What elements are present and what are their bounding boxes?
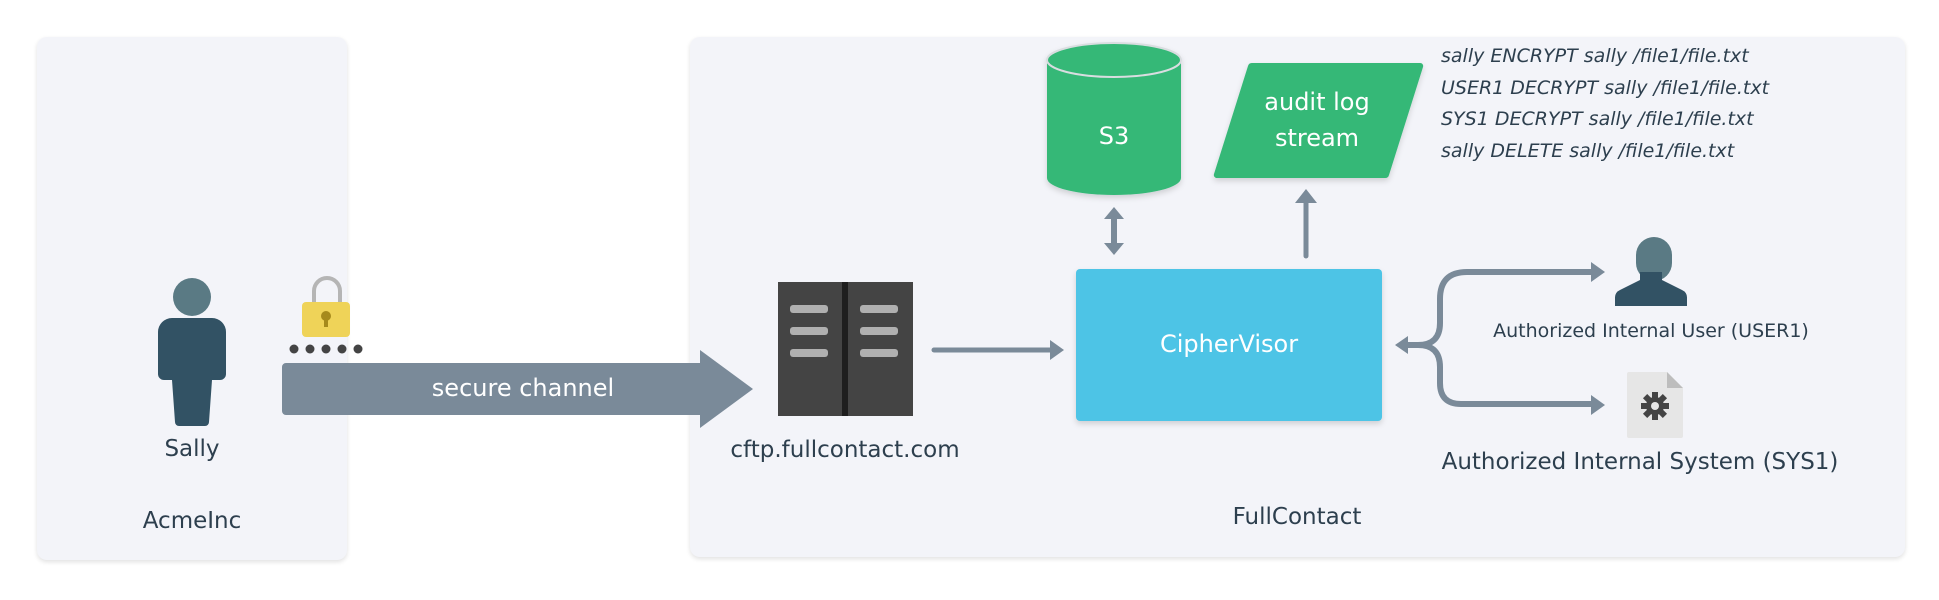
user-icon[interactable] — [1614, 237, 1688, 306]
password-dots-icon — [289, 344, 363, 354]
user1-label: Authorized Internal User (USER1) — [1493, 320, 1809, 342]
fullcontact-label: FullContact — [1232, 504, 1362, 530]
server-hostname-label: cftp.fullcontact.com — [730, 437, 960, 463]
ciphervisor-to-audit-arrow — [1295, 189, 1317, 259]
person-icon[interactable] — [158, 278, 226, 426]
server-icon[interactable] — [778, 282, 913, 416]
sally-label: Sally — [164, 436, 220, 462]
gear-file-icon[interactable] — [1627, 372, 1683, 438]
s3-label: S3 — [1098, 122, 1130, 150]
padlock-icon — [302, 276, 350, 337]
audit-label-line1: audit log — [1264, 88, 1370, 116]
ciphervisor-consumers-arrows — [1401, 269, 1598, 407]
audit-log-entry: USER1 DECRYPT sally /file1/file.txt — [1441, 77, 1770, 99]
secure-channel-arrow — [282, 350, 753, 428]
s3-ciphervisor-arrow — [1104, 207, 1124, 255]
audit-label-line2: stream — [1274, 124, 1360, 152]
acmeinc-label: AcmeInc — [142, 508, 242, 534]
audit-log-entry: SYS1 DECRYPT sally /file1/file.txt — [1441, 108, 1754, 130]
audit-log-entry: sally DELETE sally /file1/file.txt — [1441, 140, 1735, 162]
audit-log-entry: sally ENCRYPT sally /file1/file.txt — [1441, 45, 1749, 67]
ciphervisor-label: CipherVisor — [1159, 330, 1299, 358]
s3-cylinder[interactable] — [1046, 42, 1182, 195]
server-to-ciphervisor-arrow — [931, 340, 1064, 360]
secure-channel-label: secure channel — [431, 374, 615, 402]
audit-log-stream-node[interactable] — [1213, 62, 1424, 179]
sys1-label: Authorized Internal System (SYS1) — [1441, 449, 1839, 475]
ciphervisor-node[interactable] — [1076, 269, 1382, 421]
